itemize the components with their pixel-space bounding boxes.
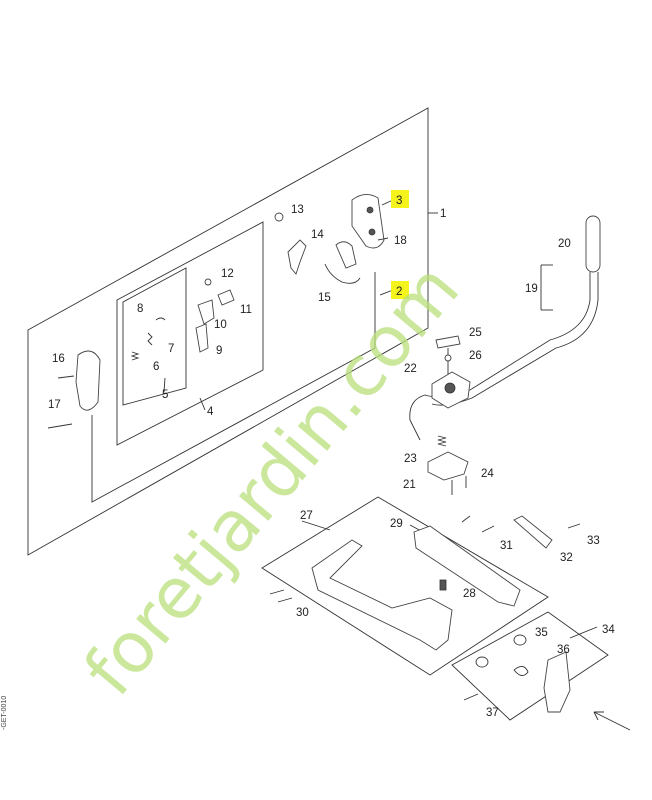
part-6-spring <box>130 351 140 361</box>
part-21-base <box>427 451 469 481</box>
label-6: 6 <box>153 361 159 373</box>
frame-assembly-4 <box>116 221 264 446</box>
part-15-switch <box>335 241 357 269</box>
label-10: 10 <box>214 319 227 331</box>
label-29: 29 <box>390 518 403 530</box>
part-labels: 1 2 3 4 5 6 7 8 9 10 11 12 13 14 15 16 1… <box>48 195 615 719</box>
label-14: 14 <box>311 229 324 241</box>
label-20: 20 <box>558 238 571 250</box>
label-31: 31 <box>500 540 513 552</box>
label-36: 36 <box>557 644 570 656</box>
label-8: 8 <box>137 303 143 315</box>
label-22: 22 <box>404 363 417 375</box>
part-35-bushing <box>513 634 527 646</box>
label-7: 7 <box>168 343 174 355</box>
label-37: 37 <box>486 707 499 719</box>
label-3: 3 <box>396 195 402 207</box>
part-10-lever <box>197 299 215 325</box>
part-22-bore <box>444 382 456 394</box>
label-24: 24 <box>481 468 494 480</box>
part-13-nut <box>274 212 284 222</box>
frame-grip-34 <box>451 611 609 721</box>
part-29-plate <box>413 525 521 607</box>
label-18: 18 <box>394 235 407 247</box>
frame-handle-27 <box>261 496 549 676</box>
arrow-icon <box>593 711 631 731</box>
label-9: 9 <box>216 345 222 357</box>
part-16-trigger <box>75 350 101 411</box>
part-31-screw-b <box>461 515 471 523</box>
part-32-strip <box>513 515 553 549</box>
label-2: 2 <box>396 286 402 298</box>
diagram-code: -GET-0010 <box>1 696 8 730</box>
part-36-grip <box>543 651 571 713</box>
part-17-screw <box>47 423 73 429</box>
part-16-screw <box>57 375 75 379</box>
part-25-knob <box>435 335 461 349</box>
part-8-pin <box>155 317 166 321</box>
label-12: 12 <box>221 268 234 280</box>
part-28-nut <box>439 579 447 591</box>
label-5: 5 <box>162 389 168 401</box>
label-33: 33 <box>587 535 600 547</box>
label-15: 15 <box>318 292 331 304</box>
label-19: 19 <box>525 283 538 295</box>
part-11-block <box>217 289 235 306</box>
part-12-pin <box>204 278 212 286</box>
part-23-spring <box>437 435 447 447</box>
label-32: 32 <box>560 552 573 564</box>
label-4: 4 <box>207 406 214 418</box>
part-18-screw <box>377 237 389 241</box>
label-13: 13 <box>291 204 304 216</box>
label-21: 21 <box>403 479 416 491</box>
highlight-2 <box>391 281 409 299</box>
part-20-grip <box>585 215 601 273</box>
label-30: 30 <box>296 607 309 619</box>
highlight-3 <box>391 190 409 208</box>
part-36-clip <box>513 666 529 676</box>
part-30-screw-a <box>269 589 285 595</box>
label-25: 25 <box>469 327 482 339</box>
frame-assembly-1 <box>27 107 429 556</box>
part-35b-bushing <box>475 656 489 668</box>
label-28: 28 <box>463 588 476 600</box>
part-9-lever <box>195 323 209 353</box>
part-30-screw-b <box>277 597 293 603</box>
label-17: 17 <box>48 399 61 411</box>
label-23: 23 <box>404 453 417 465</box>
part-33-screw <box>567 523 581 529</box>
part-27-handle <box>311 539 453 651</box>
label-16: 16 <box>52 353 65 365</box>
leader-lines <box>163 199 598 639</box>
label-26: 26 <box>469 350 482 362</box>
label-11: 11 <box>240 304 252 316</box>
part-7-spring <box>147 332 153 346</box>
label-27: 27 <box>300 510 313 522</box>
label-35: 35 <box>535 627 548 639</box>
part-37-screw <box>463 693 479 701</box>
frame-assembly-5 <box>122 267 187 406</box>
part-3-screw-b <box>368 228 376 236</box>
part-31-screw-a <box>481 525 495 533</box>
part-3-screw-a <box>366 206 374 214</box>
part-26-washer <box>444 354 452 362</box>
label-1: 1 <box>440 208 446 220</box>
part-14-lever <box>287 239 307 275</box>
cable-line <box>91 272 376 503</box>
part-19-tube <box>409 272 591 441</box>
part-15-cable <box>324 263 361 284</box>
part-3-housing <box>351 194 385 249</box>
label-34: 34 <box>602 624 615 636</box>
